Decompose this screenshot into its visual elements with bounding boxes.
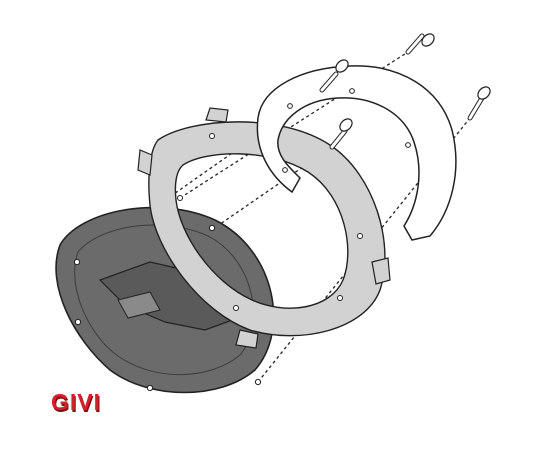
screws xyxy=(319,33,491,150)
screw-4 xyxy=(467,86,491,121)
adapter-hole-1 xyxy=(287,103,293,109)
flange-tabs xyxy=(137,107,391,349)
flange-holes xyxy=(177,133,363,311)
flange-hole-1 xyxy=(177,195,183,201)
adapter-holes xyxy=(282,88,411,173)
screw-2 xyxy=(405,33,435,55)
screw-1 xyxy=(319,59,349,93)
flange-tab-2 xyxy=(371,257,391,285)
plate-hole-4 xyxy=(254,378,262,386)
plate-hinge-tab xyxy=(117,291,161,319)
adapter-ring-body xyxy=(256,65,457,241)
adapter-ring xyxy=(256,65,457,241)
flange-tab-3 xyxy=(205,107,229,123)
givi-logo: GIVI GIVI xyxy=(51,389,102,415)
tank-cap-plate xyxy=(55,206,275,394)
flange-tab-4 xyxy=(235,329,259,349)
plate-hole-1 xyxy=(73,258,81,266)
plate-hole-5 xyxy=(208,224,216,232)
flange-hole-2 xyxy=(209,133,215,139)
plate-bolt-holes xyxy=(73,224,262,392)
screw-3 xyxy=(329,118,353,150)
plate-hole-3 xyxy=(146,384,154,392)
screw-3-head xyxy=(339,118,353,132)
plate-hole-2 xyxy=(74,318,82,326)
screw-2-head xyxy=(421,33,435,47)
screw-4-head xyxy=(477,86,491,100)
flange-tab-1 xyxy=(137,149,153,176)
logo-text: GIVI xyxy=(51,389,101,415)
screw-1-head xyxy=(335,59,349,73)
logo-shadow-text: GIVI xyxy=(52,391,102,415)
flange-hole-4 xyxy=(337,295,343,301)
adapter-hole-3 xyxy=(405,142,411,148)
adapter-hole-2 xyxy=(349,88,355,94)
flange-hole-5 xyxy=(233,305,239,311)
adapter-hole-4 xyxy=(282,167,288,173)
flange-hole-3 xyxy=(357,233,363,239)
